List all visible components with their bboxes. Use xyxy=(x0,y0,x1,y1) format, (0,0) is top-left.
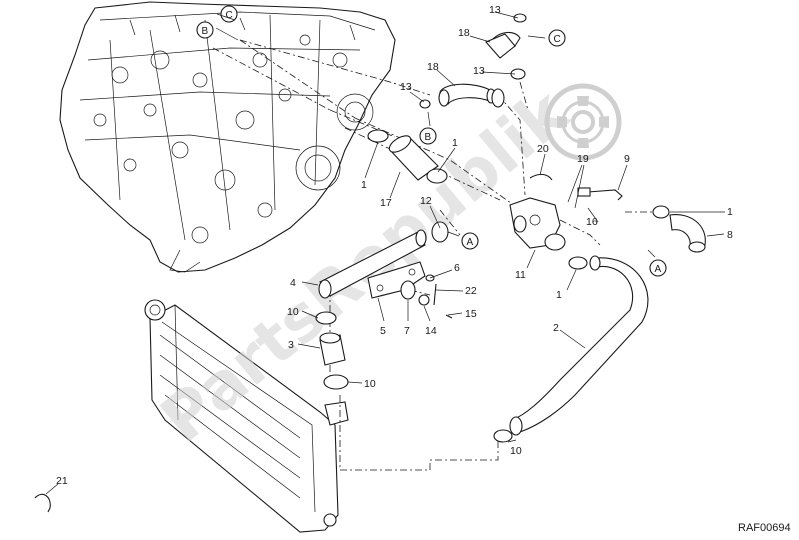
watermark-gear-icon xyxy=(544,83,622,161)
marker-c-hose xyxy=(548,29,566,47)
label-14: 14 xyxy=(425,325,437,337)
label-18-middle: 18 xyxy=(427,61,439,73)
connector-3 xyxy=(319,332,346,366)
marker-b-hose-text: B xyxy=(425,132,432,143)
hose-8 xyxy=(669,214,706,253)
label-20: 20 xyxy=(537,143,549,155)
label-1-clamp-a: 1 xyxy=(452,137,458,149)
label-15: 15 xyxy=(465,308,477,320)
label-13-left: 13 xyxy=(400,81,412,93)
marker-a-hose xyxy=(649,259,667,277)
marker-c-engine xyxy=(220,5,238,23)
label-13-middle: 13 xyxy=(473,65,485,77)
marker-a-pipe xyxy=(461,232,479,250)
pipe-4 xyxy=(318,229,427,299)
label-4: 4 xyxy=(290,277,296,289)
hose-18-upper xyxy=(485,31,521,59)
drawing-code: RAF00694 xyxy=(738,522,791,534)
label-16: 16 xyxy=(586,216,598,228)
label-7: 7 xyxy=(404,325,410,337)
leader-lines xyxy=(45,11,725,495)
label-8: 8 xyxy=(727,229,733,241)
hose-clamps xyxy=(315,13,670,443)
part-labels: 13 18 18 13 13 1 1 17 20 19 9 16 12 1 8 … xyxy=(56,4,733,487)
label-10-middle: 10 xyxy=(364,378,376,390)
clip-21 xyxy=(34,493,51,513)
label-22: 22 xyxy=(465,285,477,297)
marker-c-engine-text: C xyxy=(226,10,233,21)
marker-a-hose-text: A xyxy=(655,264,662,275)
label-18-top: 18 xyxy=(458,27,470,39)
label-5: 5 xyxy=(380,325,386,337)
gasket-20 xyxy=(529,173,553,181)
label-13-top: 13 xyxy=(489,4,501,16)
label-10-lower: 10 xyxy=(510,445,522,457)
temperature-sensor-9 xyxy=(577,187,623,201)
label-2: 2 xyxy=(553,322,559,334)
radiator xyxy=(144,299,349,533)
label-1-clamp-b: 1 xyxy=(361,179,367,191)
hose-2 xyxy=(509,255,649,436)
label-19: 19 xyxy=(577,153,589,165)
label-1-clamp-c: 1 xyxy=(727,206,733,218)
marker-b-engine-text: B xyxy=(202,26,209,37)
hose-17 xyxy=(388,135,439,181)
label-21: 21 xyxy=(56,475,68,487)
label-12: 12 xyxy=(420,195,432,207)
marker-c-hose-text: C xyxy=(554,34,561,45)
marker-b-hose xyxy=(419,127,437,145)
label-17: 17 xyxy=(380,197,392,209)
label-6: 6 xyxy=(454,262,460,274)
reference-markers: C B C B A A xyxy=(196,5,667,277)
label-3: 3 xyxy=(288,339,294,351)
marker-b-engine xyxy=(196,21,214,39)
label-1-clamp-d: 1 xyxy=(556,289,562,301)
engine-block xyxy=(59,1,396,273)
thermostat-housing-11 xyxy=(509,197,566,251)
bracket-5 xyxy=(367,261,426,299)
fittings-7-14-22-15 xyxy=(400,274,453,319)
hose-18-middle xyxy=(438,83,496,107)
label-11: 11 xyxy=(515,269,526,281)
marker-a-pipe-text: A xyxy=(467,237,474,248)
label-10-upper: 10 xyxy=(287,306,299,318)
label-9: 9 xyxy=(624,153,630,165)
